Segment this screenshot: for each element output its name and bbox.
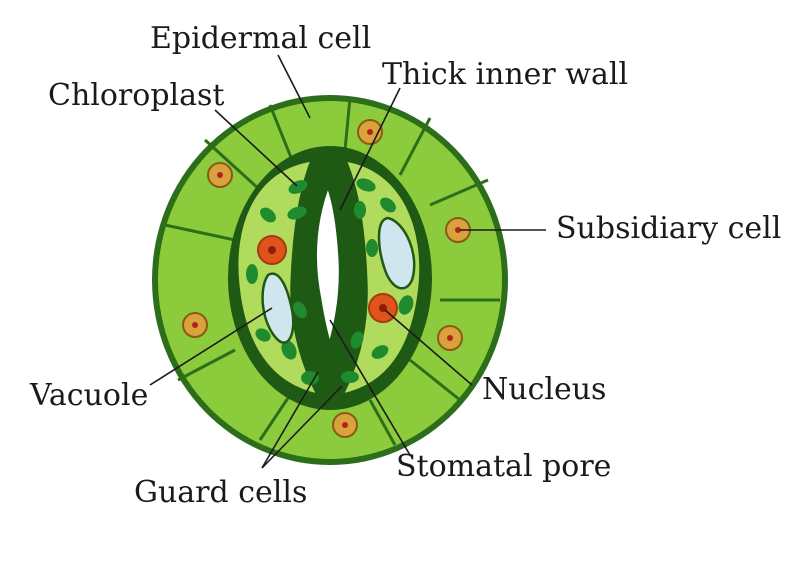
- label-nucleus: Nucleus: [482, 372, 606, 407]
- nucleus-dot: [445, 217, 471, 243]
- leader-guard-cell-right: [261, 385, 343, 469]
- stomatal-pore: [309, 170, 346, 365]
- vacuoles: [261, 216, 416, 344]
- label-chloroplast: Chloroplast: [48, 78, 224, 113]
- label-vacuole: Vacuole: [29, 378, 148, 413]
- label-subsidiary-cell: Subsidiary cell: [556, 211, 781, 246]
- leader-lines: [149, 54, 546, 469]
- epidermal-nuclei: [182, 119, 471, 438]
- leader-thick-inner-wall: [339, 87, 401, 211]
- nucleus-dot: [332, 412, 358, 438]
- leader-epidermal-cell: [277, 54, 311, 119]
- leader-stomatal-pore: [329, 319, 411, 456]
- right-guard-cell: [339, 158, 423, 398]
- label-thick-inner-wall: Thick inner wall: [382, 57, 628, 92]
- nucleus-dot: [437, 325, 463, 351]
- nucleus-dot: [207, 162, 233, 188]
- label-epidermal-cell: Epidermal cell: [150, 21, 371, 56]
- chloroplasts: [246, 178, 414, 385]
- label-guard-cells: Guard cells: [134, 475, 307, 510]
- leader-chloroplast: [214, 109, 298, 187]
- leader-nucleus: [384, 309, 473, 386]
- leader-vacuole: [149, 307, 273, 386]
- nucleus-dot: [182, 312, 208, 338]
- label-stomatal-pore: Stomatal pore: [396, 449, 611, 484]
- leader-guard-cell-left: [261, 371, 319, 469]
